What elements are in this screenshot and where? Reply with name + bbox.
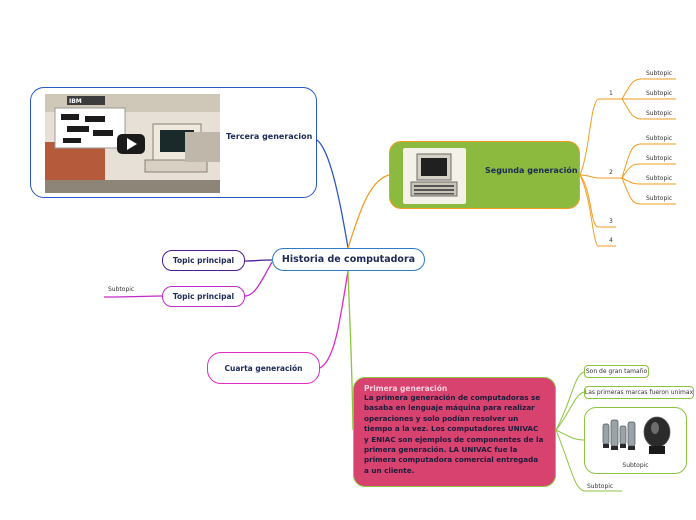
primera-generacion-node[interactable]: Primera generación La primera generación… [353,377,556,487]
subtopic[interactable]: Subtopic [646,110,673,117]
branch-3-label[interactable]: 3 [609,218,613,225]
subtopic-primeras-marcas[interactable]: Las primeras marcas fueron unimax [584,386,694,399]
subtopic[interactable]: Subtopic [646,135,673,142]
segunda-computer-image [403,148,466,204]
tercera-generacion-label: Tercera generacion [226,132,313,141]
subtopic-primeras-marcas-label: Las primeras marcas fueron unimax [584,389,694,396]
primera-generacion-title: Primera generación [364,384,448,393]
vintage-computer-image: IBM [45,94,220,193]
tercera-video-thumbnail[interactable]: IBM [45,94,220,193]
subtopic[interactable]: Subtopic [646,175,673,182]
cuarta-generacion-label: Cuarta generación [224,363,303,373]
subtopic-gran-tamano[interactable]: Son de gran tamaño [584,365,649,378]
tercera-generacion-node[interactable]: IBM Tercera generacion [30,87,317,198]
subtopic[interactable]: Subtopic [646,70,673,77]
vacuum-tubes-image [597,414,677,458]
primera-last-subtopic[interactable]: Subtopic [587,483,614,490]
central-topic-label: Historia de computadora [281,254,416,265]
topic-principal-2-label: Topic principal [172,292,235,301]
branch-4-label[interactable]: 4 [609,237,613,244]
topic-principal-2-subtopic[interactable]: Subtopic [108,286,135,293]
topic-principal-1-label: Topic principal [172,256,235,265]
topic-principal-2[interactable]: Topic principal [162,286,245,307]
vacuum-tubes-caption: Subtopic [622,462,649,469]
topic-principal-1[interactable]: Topic principal [162,250,245,271]
central-topic[interactable]: Historia de computadora [272,248,425,271]
subtopic[interactable]: Subtopic [646,155,673,162]
subtopic[interactable]: Subtopic [646,195,673,202]
cuarta-generacion-node[interactable]: Cuarta generación [207,352,320,384]
primera-generacion-body: La primera generación de computadoras se… [364,393,544,475]
segunda-generacion-label: Segunda generación [485,166,578,175]
subtopic-vacuum-tubes[interactable]: Subtopic [584,407,687,474]
segunda-generacion-node[interactable]: Segunda generación [389,141,580,209]
branch-1-label[interactable]: 1 [609,90,613,97]
ibm-logo: IBM [69,98,82,105]
subtopic[interactable]: Subtopic [646,90,673,97]
subtopic-gran-tamano-label: Son de gran tamaño [585,368,648,375]
branch-2-label[interactable]: 2 [609,169,613,176]
